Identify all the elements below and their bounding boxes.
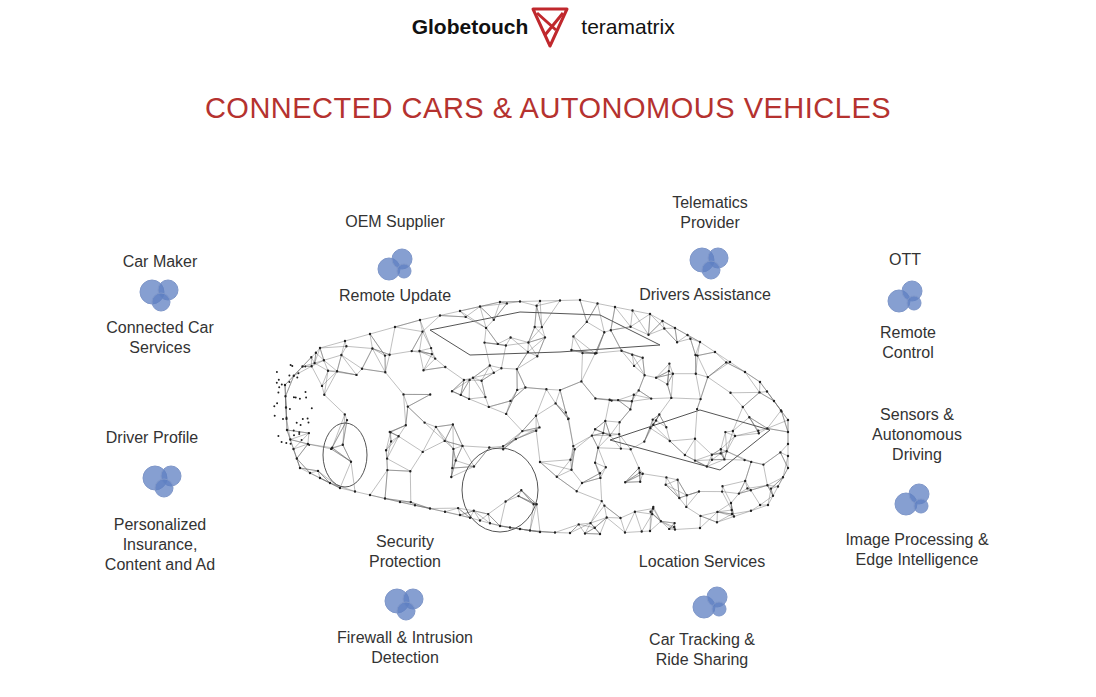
feature-label: Car Maker [95, 252, 225, 272]
feature-label: Remote Update [325, 286, 465, 306]
mesh-lines [285, 300, 788, 534]
mesh-dots [273, 299, 789, 535]
bubble-icons [140, 248, 929, 620]
feature-label: Personalized Insurance, Content and Ad [98, 515, 223, 575]
bubble [712, 602, 726, 616]
bubble [155, 479, 173, 497]
feature-label: OEM Supplier [325, 212, 465, 232]
car-part [462, 448, 538, 532]
bubble [914, 499, 928, 513]
feature-label: Driver Profile [82, 428, 222, 448]
feature-label: Image Processing & Edge Intelligence [835, 530, 1000, 570]
feature-label: OTT [865, 250, 945, 270]
brand-name: teramatrix [558, 14, 698, 40]
feature-label: Location Services [622, 552, 782, 572]
bubble [702, 261, 720, 279]
feature-label: Telematics Provider [655, 193, 765, 233]
title: CONNECTED CARS & AUTONOMOUS VEHICLES [0, 92, 1096, 125]
car-part [430, 312, 660, 355]
bubble [152, 293, 170, 311]
bubble [397, 602, 415, 620]
wireframe-mesh [273, 299, 789, 535]
bubble [397, 264, 411, 278]
bubble [907, 296, 921, 310]
feature-label: Car Tracking & Ride Sharing [640, 630, 765, 670]
logo-mark [533, 9, 567, 46]
feature-label: Security Protection [360, 532, 450, 572]
feature-label: Sensors & Autonomous Driving [867, 405, 967, 465]
feature-label: Firewall & Intrusion Detection [325, 628, 485, 668]
feature-label: Drivers Assistance [625, 285, 785, 305]
brand-name: Globetouch [390, 14, 550, 40]
feature-label: Connected Car Services [95, 318, 225, 358]
car-part [610, 410, 770, 470]
feature-label: Remote Control [868, 323, 948, 363]
car-part [323, 423, 367, 487]
